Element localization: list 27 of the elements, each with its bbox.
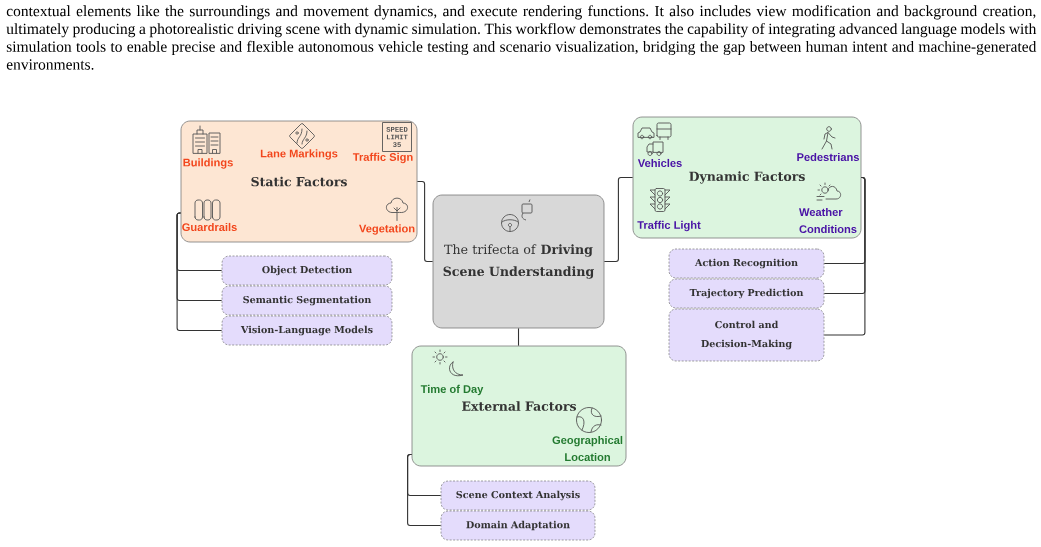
- item-label: Pedestrians: [797, 152, 859, 162]
- item-label: Lane Markings: [260, 149, 338, 160]
- method-box: Trajectory Prediction: [668, 278, 825, 309]
- method-box: Control and Decision-Making: [668, 308, 825, 362]
- method-box: Scene Context Analysis: [440, 480, 596, 511]
- method-box: Vision-Language Models: [221, 315, 393, 346]
- method-box: Semantic Segmentation: [221, 285, 393, 316]
- connector-line: [416, 180, 434, 263]
- method-box: Object Detection: [221, 255, 393, 286]
- method-box: Domain Adaptation: [440, 510, 596, 541]
- connector-line: [407, 453, 442, 527]
- connector-line: [517, 327, 520, 347]
- item-label: Traffic Light: [637, 220, 701, 232]
- item-label: Weather Conditions: [799, 207, 857, 234]
- item-label: Vegetation: [359, 224, 415, 235]
- item-label: Guardrails: [182, 222, 237, 232]
- item-label: Geographical Location: [552, 435, 623, 462]
- item-label: Traffic Sign: [352, 152, 413, 164]
- method-box: Action Recognition: [668, 248, 825, 279]
- paragraph-text: contextual elements like the surroundings and movement dynamics, and execute rendering functions. It also includes view modification and background creation, ultimately producing a photorealistic driving scene with dynamic simulation. This workflow demonstrates the capability of integrating advanced language models with simulation tools to enable precise and flexible autonomous vehicle testing and scenario visualization, bridging the gap between human intent and machine-generated environments.: [6, 5, 1037, 70]
- connector-line: [823, 176, 866, 336]
- connector-line: [603, 176, 634, 263]
- item-label: Time of Day: [420, 384, 484, 396]
- connector-line: [176, 212, 223, 332]
- item-label: Vehicles: [637, 158, 682, 168]
- topic-box: The trifecta of Driving Scene Understanding: [432, 194, 605, 329]
- item-label: Buildings: [183, 158, 233, 169]
